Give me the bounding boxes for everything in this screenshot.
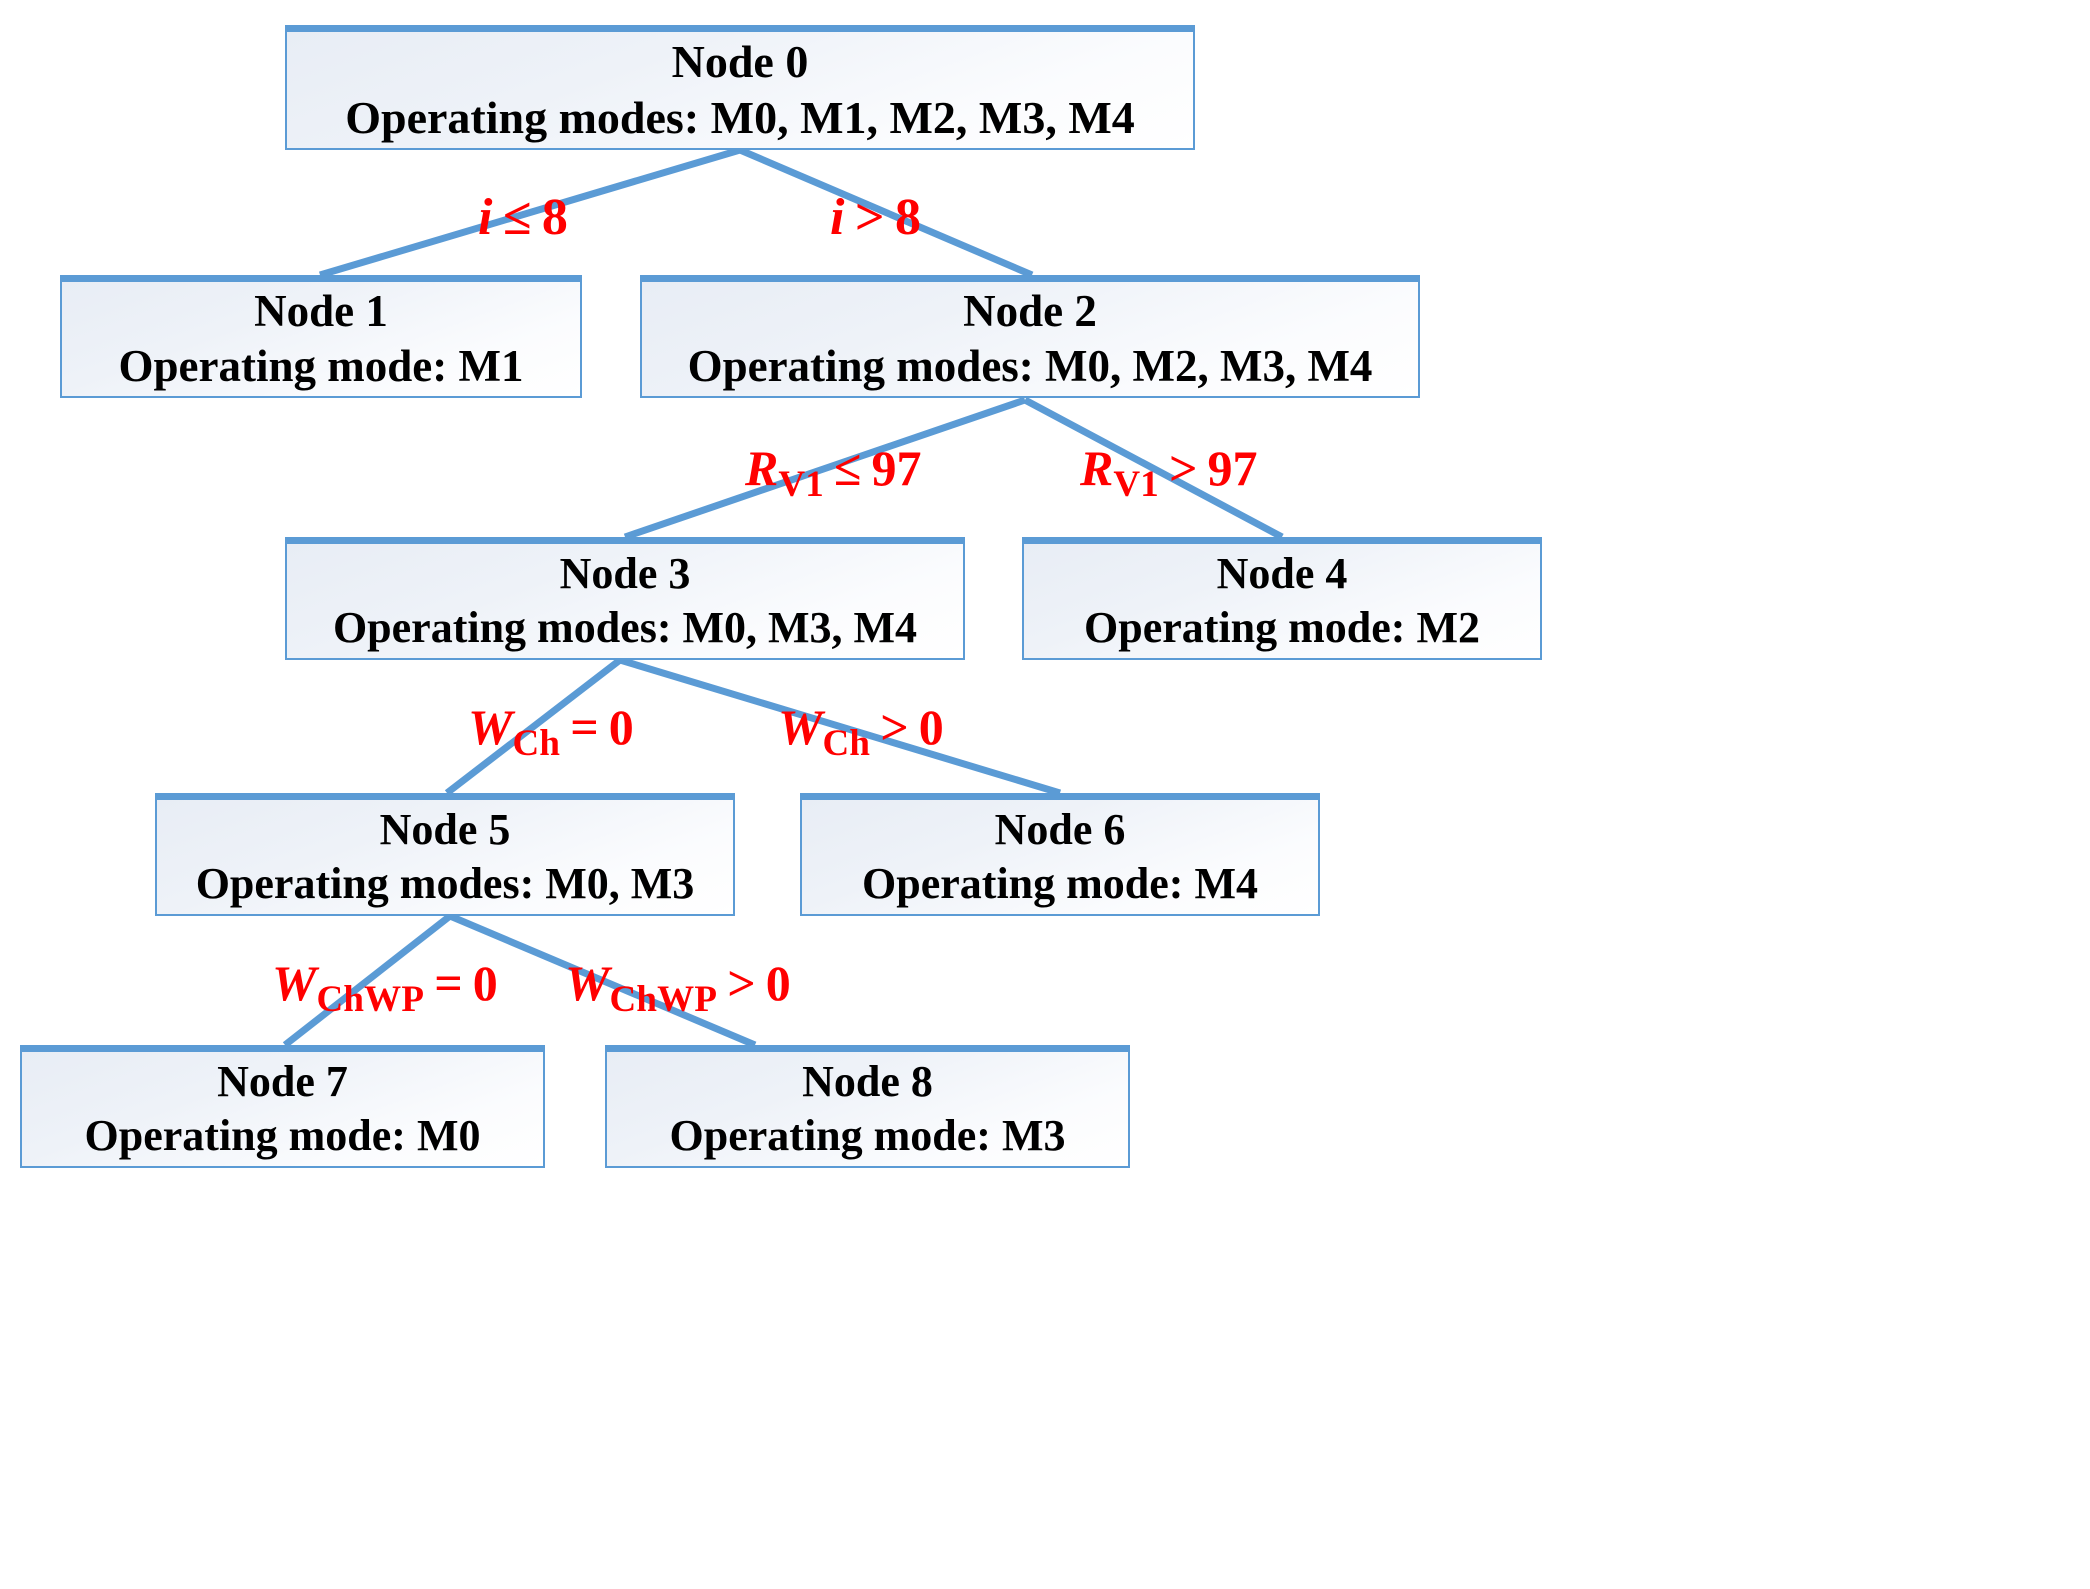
edge-condition-label: WCh > 0 xyxy=(778,702,944,762)
edge-condition-label: RV1 > 97 xyxy=(1080,443,1258,503)
node-title: Node 8 xyxy=(802,1057,933,1107)
edge-condition-label: WChWP > 0 xyxy=(565,958,791,1018)
condition-variable: W xyxy=(468,699,513,755)
edge-condition-label: WChWP = 0 xyxy=(272,958,498,1018)
condition-subscript: ChWP xyxy=(316,979,425,1020)
condition-value: 97 xyxy=(871,440,922,496)
condition-variable: W xyxy=(565,955,610,1011)
node-detail: Operating modes: M0, M2, M3, M4 xyxy=(687,341,1373,391)
condition-operator: ≤ xyxy=(502,189,532,246)
condition-operator: ≤ xyxy=(834,440,862,496)
condition-value: 97 xyxy=(1207,440,1258,496)
condition-subscript: V1 xyxy=(1113,464,1159,505)
condition-value: 0 xyxy=(918,699,944,755)
condition-value: 0 xyxy=(765,955,791,1011)
condition-operator: > xyxy=(727,955,756,1011)
node-detail: Operating modes: M0, M1, M2, M3, M4 xyxy=(345,92,1135,143)
condition-operator: > xyxy=(1169,440,1198,496)
condition-value: 8 xyxy=(541,189,568,246)
node-title: Node 1 xyxy=(254,286,388,337)
node-detail: Operating mode: M3 xyxy=(669,1111,1066,1160)
condition-operator: > xyxy=(880,699,909,755)
edge-condition-label: i ≤ 8 xyxy=(478,192,568,244)
condition-subscript: Ch xyxy=(512,723,561,764)
node-detail: Operating modes: M0, M3, M4 xyxy=(332,603,918,652)
node-title: Node 7 xyxy=(217,1057,348,1107)
node-title: Node 4 xyxy=(1216,549,1348,599)
node-title: Node 0 xyxy=(671,35,809,87)
node-detail: Operating mode: M2 xyxy=(1084,603,1480,652)
condition-subscript: Ch xyxy=(822,723,871,764)
node-title: Node 5 xyxy=(379,805,511,855)
condition-variable: R xyxy=(1080,440,1114,496)
node-detail: Operating modes: M0, M3 xyxy=(195,859,695,908)
condition-operator: = xyxy=(570,699,599,755)
condition-variable: W xyxy=(778,699,823,755)
condition-variable: W xyxy=(272,955,317,1011)
edge-condition-label: RV1 ≤ 97 xyxy=(745,443,921,503)
condition-value: 0 xyxy=(472,955,498,1011)
condition-variable: R xyxy=(745,440,779,496)
edge-condition-label: i > 8 xyxy=(830,192,921,244)
condition-variable: i xyxy=(830,189,845,246)
condition-variable: i xyxy=(478,189,493,246)
edge-condition-label: WCh = 0 xyxy=(468,702,634,762)
condition-value: 0 xyxy=(608,699,634,755)
node-title: Node 2 xyxy=(963,286,1097,337)
node-title: Node 3 xyxy=(559,549,691,599)
condition-value: 8 xyxy=(894,189,921,246)
condition-subscript: V1 xyxy=(778,464,824,505)
node-detail: Operating mode: M4 xyxy=(862,859,1258,908)
node-title: Node 6 xyxy=(994,805,1126,855)
condition-subscript: ChWP xyxy=(609,979,718,1020)
node-detail: Operating mode: M1 xyxy=(118,341,524,391)
condition-operator: = xyxy=(434,955,463,1011)
condition-operator: > xyxy=(854,189,885,246)
node-detail: Operating mode: M0 xyxy=(84,1111,481,1160)
